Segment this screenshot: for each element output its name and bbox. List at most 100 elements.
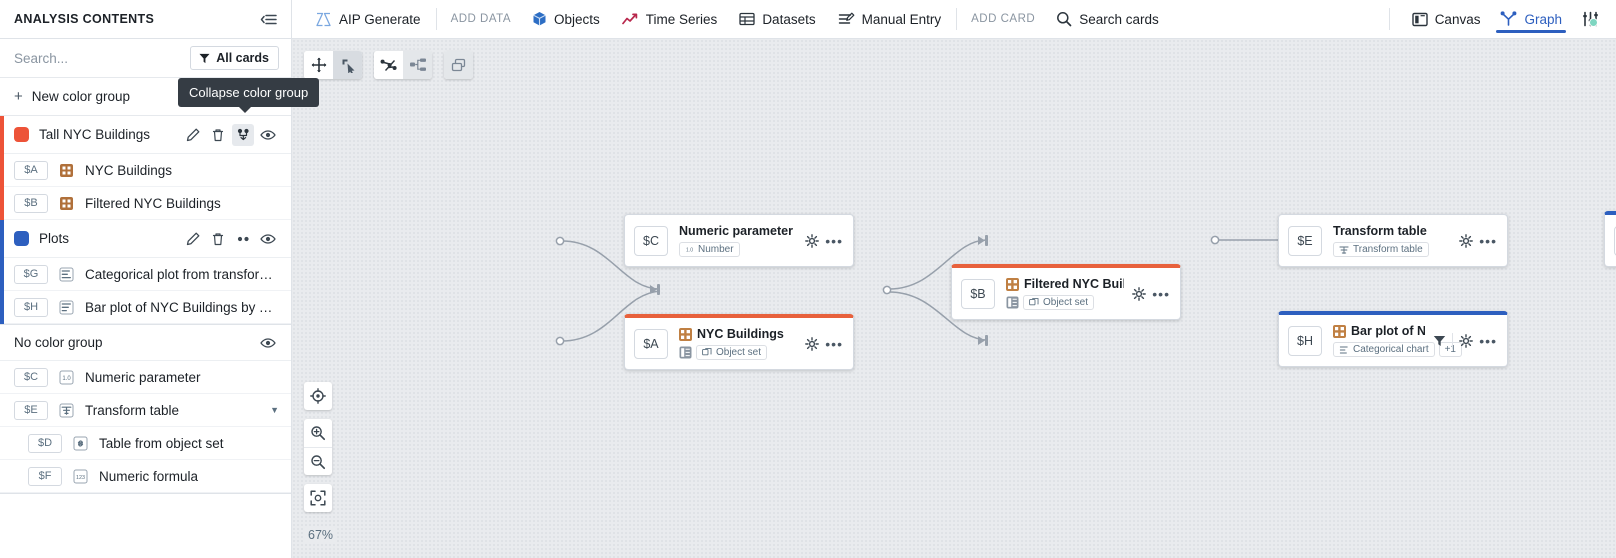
- sidebar-divider: [0, 493, 291, 494]
- buildings-icon: [679, 327, 692, 341]
- list-item-numeric-formula[interactable]: $F 123 Numeric formula: [0, 460, 291, 493]
- node-actions: •••: [1132, 287, 1170, 301]
- group-cards-tool[interactable]: [444, 51, 473, 79]
- list-item-transform-table[interactable]: $E Transform table ▼: [0, 394, 291, 427]
- group-actions: [182, 228, 279, 250]
- group-actions: [182, 123, 279, 146]
- select-tool[interactable]: [333, 51, 362, 79]
- collapse-panel-icon[interactable]: [260, 12, 277, 27]
- gear-icon[interactable]: [805, 233, 820, 248]
- node-meta: Object set: [679, 345, 797, 360]
- object-set-icon: [57, 194, 76, 213]
- eye-icon[interactable]: [257, 332, 279, 354]
- gear-icon[interactable]: [1132, 286, 1147, 301]
- node-sid: $G: [1614, 225, 1616, 256]
- filter-icon[interactable]: [1433, 334, 1446, 347]
- more-icon[interactable]: •••: [825, 232, 843, 249]
- graph-node-bar-plot[interactable]: $H Bar plot of NYC Build… Categorical ch…: [1278, 311, 1508, 367]
- node-action-divider: [1452, 332, 1454, 349]
- gear-icon[interactable]: [805, 336, 820, 351]
- all-cards-filter-button[interactable]: All cards: [190, 46, 279, 70]
- list-item-numeric-parameter[interactable]: $C 1.0 Numeric parameter: [0, 361, 291, 394]
- tab-graph[interactable]: Graph: [1490, 0, 1572, 39]
- search-cards-button[interactable]: Search cards: [1045, 0, 1170, 39]
- node-title-row: Filtered NYC Buildings: [1006, 277, 1124, 291]
- collapse-group-icon[interactable]: [232, 123, 254, 146]
- more-icon[interactable]: •••: [1152, 285, 1170, 302]
- datasets-label: Datasets: [762, 11, 816, 27]
- plus-icon: +: [14, 88, 23, 105]
- group-color-bar: [0, 116, 4, 220]
- node-actions: •••: [805, 337, 843, 351]
- more-icon[interactable]: •••: [1479, 332, 1497, 349]
- all-cards-label: All cards: [216, 51, 269, 65]
- more-icon[interactable]: •••: [1479, 232, 1497, 249]
- node-body: Bar plot of NYC Build… Categorical chart…: [1333, 324, 1462, 357]
- group-header[interactable]: Tall NYC Buildings: [0, 116, 291, 154]
- node-chip-overflow: +1: [1438, 342, 1462, 357]
- aip-generate-button[interactable]: AIP Generate: [304, 0, 432, 39]
- list-item[interactable]: $A NYC Buildings: [0, 154, 291, 187]
- new-color-group-button[interactable]: + New color group: [0, 78, 291, 116]
- card-sid: $H: [14, 297, 48, 317]
- list-item-label: Bar plot of NYC Buildings by Year …: [85, 299, 279, 315]
- list-item[interactable]: $H Bar plot of NYC Buildings by Year …: [0, 291, 291, 324]
- zoom-in-icon[interactable]: [304, 419, 332, 447]
- group-color-swatch[interactable]: [14, 231, 29, 246]
- graph-settings-button[interactable]: [1572, 0, 1606, 39]
- trash-icon[interactable]: [207, 124, 229, 146]
- add-data-manual-entry-button[interactable]: Manual Entry: [827, 0, 953, 39]
- graph-node-categorical-plot[interactable]: $G Categorical plot from tra… Categorica…: [1604, 211, 1616, 267]
- group-name: Plots: [39, 231, 70, 246]
- graph-icon: [1500, 11, 1517, 27]
- trash-icon[interactable]: [207, 228, 229, 250]
- chevron-down-icon[interactable]: ▼: [270, 405, 279, 415]
- color-group-tall-nyc-buildings: Tall NYC Buildings $: [0, 116, 291, 220]
- hierarchy-layout-tool[interactable]: [403, 51, 432, 79]
- new-color-group-label: New color group: [31, 89, 131, 104]
- pencil-icon[interactable]: [182, 124, 204, 146]
- formula-icon: 123: [71, 467, 90, 486]
- add-data-time-series-button[interactable]: Time Series: [611, 0, 729, 39]
- group-color-swatch[interactable]: [14, 127, 29, 142]
- recenter-icon[interactable]: [304, 382, 332, 410]
- more-icon[interactable]: •••: [825, 335, 843, 352]
- card-sid: $F: [28, 466, 62, 486]
- graph-node-numeric-parameter[interactable]: $C Numeric parameter 1.0 Number •••: [624, 214, 854, 267]
- graph-node-filtered-nyc-buildings[interactable]: $B Filtered NYC Buildings: [951, 264, 1181, 320]
- add-data-objects-button[interactable]: Objects: [521, 0, 611, 39]
- fit-to-screen-icon[interactable]: [304, 484, 332, 512]
- list-item-table-from-object-set[interactable]: $D Table from object set: [0, 427, 291, 460]
- node-title: Transform table: [1333, 224, 1427, 238]
- zoom-out-icon[interactable]: [304, 447, 332, 475]
- search-input[interactable]: [14, 50, 164, 66]
- graph-layout-tool[interactable]: [374, 51, 403, 79]
- object-set-type-icon: [1006, 296, 1019, 309]
- list-item[interactable]: $B Filtered NYC Buildings: [0, 187, 291, 220]
- node-title: Numeric parameter: [679, 224, 793, 238]
- node-sid: $C: [634, 225, 668, 256]
- node-sid: $A: [634, 328, 668, 359]
- pencil-icon[interactable]: [182, 228, 204, 250]
- graph-node-transform-table[interactable]: $E Transform table Transform table •••: [1278, 214, 1508, 267]
- graph-node-nyc-buildings[interactable]: $A NYC Buildings Objec: [624, 314, 854, 370]
- gear-icon[interactable]: [1459, 233, 1474, 248]
- add-data-datasets-button[interactable]: Datasets: [728, 0, 826, 39]
- eye-icon[interactable]: [257, 228, 279, 250]
- card-sid: $G: [14, 264, 48, 284]
- tab-graph-label: Graph: [1524, 11, 1562, 27]
- graph-canvas[interactable]: $C Numeric parameter 1.0 Number •••: [292, 39, 1616, 558]
- sliders-icon: [1582, 11, 1600, 27]
- card-sid: $D: [28, 433, 62, 453]
- list-item[interactable]: $G Categorical plot from transform t…: [0, 258, 291, 291]
- tab-canvas[interactable]: Canvas: [1402, 0, 1491, 39]
- node-body: Filtered NYC Buildings Object set: [1006, 277, 1124, 310]
- object-set-chip-icon: [1029, 298, 1039, 306]
- pan-tool[interactable]: [304, 51, 333, 79]
- eye-icon[interactable]: [257, 124, 279, 146]
- datasets-icon: [739, 12, 755, 26]
- group-header[interactable]: Plots: [0, 220, 291, 258]
- more-icon[interactable]: [232, 228, 254, 250]
- gear-icon[interactable]: [1459, 333, 1474, 348]
- node-sid: $H: [1288, 325, 1322, 356]
